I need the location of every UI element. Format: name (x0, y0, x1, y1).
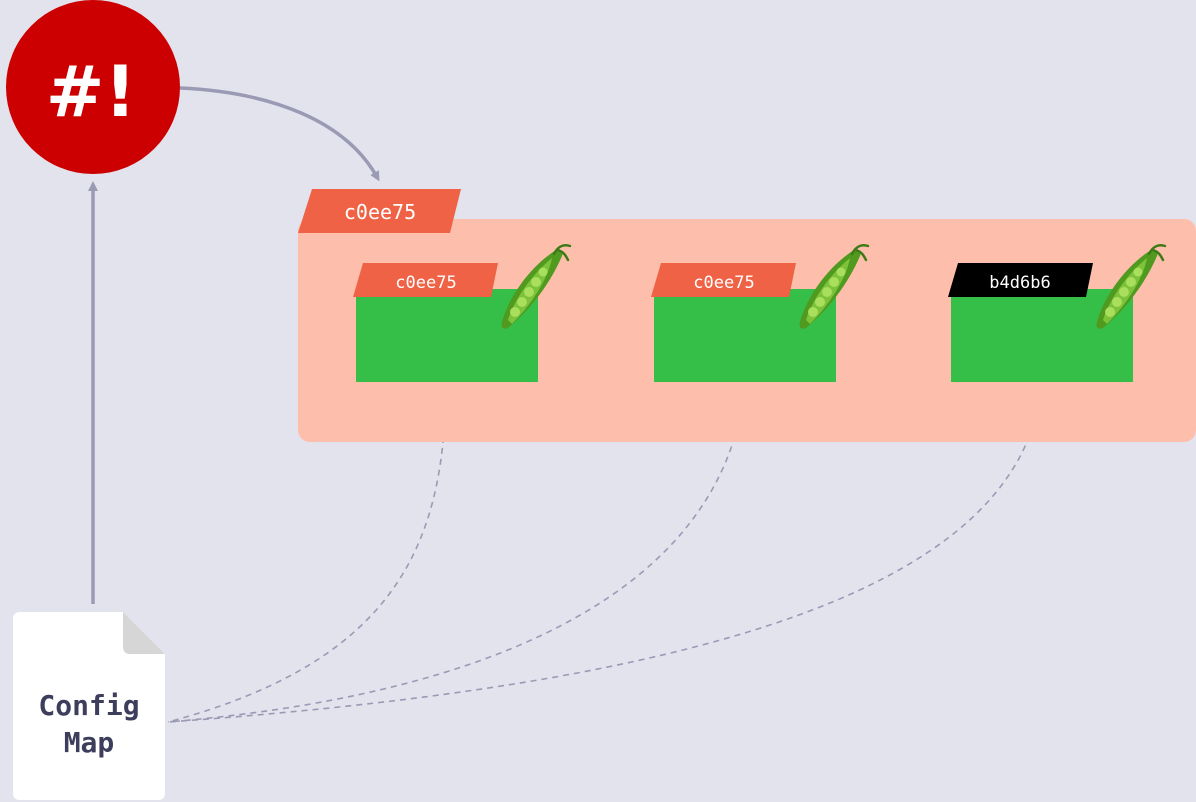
pod-1-tag (353, 263, 498, 297)
pod-3-body (951, 289, 1133, 382)
deployment-tag (298, 189, 461, 233)
pod-2-configmap-connector (167, 381, 746, 723)
pod-3-label: b4d6b6 (989, 273, 1050, 293)
shebang-circle (6, 0, 180, 174)
config-map-fold-corner (123, 612, 165, 654)
config-map-line1: Config (38, 689, 139, 722)
pod-3: b4d6b6 (948, 244, 1167, 382)
pod-1-label: c0ee75 (395, 273, 456, 293)
shebang-to-deployment-arrow (179, 86, 380, 182)
pod-2: c0ee75 (651, 244, 870, 382)
config-map: Config Map (13, 612, 165, 800)
pod-1-body (356, 289, 538, 382)
pod-2-tag (651, 263, 796, 297)
config-map-document (13, 612, 165, 800)
pod-3-tag (948, 263, 1093, 297)
shebang-label: #! (46, 51, 137, 133)
config-map-line2: Map (64, 726, 115, 759)
pod-3-configmap-connector (167, 381, 1043, 723)
pod-2-body (654, 289, 836, 382)
pod-2-label: c0ee75 (693, 273, 754, 293)
deployment-tag-label: c0ee75 (344, 200, 416, 224)
pod-1: c0ee75 (353, 244, 572, 382)
